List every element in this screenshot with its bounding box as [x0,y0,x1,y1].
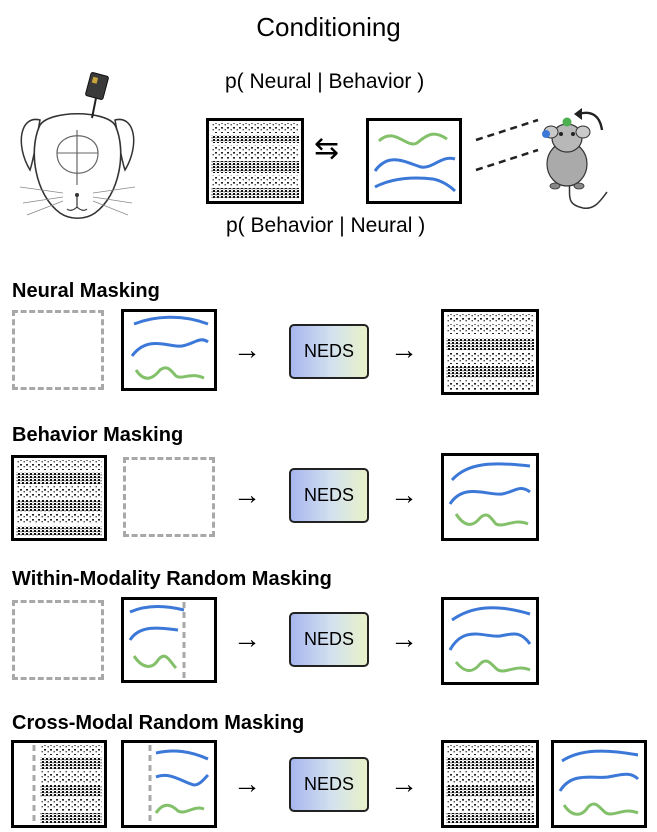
partially-masked-neural-box [11,740,107,828]
arrow-right-icon: → [233,768,261,799]
partially-masked-behavior-box [121,597,217,683]
diagram-title: Conditioning [256,12,401,42]
spike-raster [32,745,102,823]
neural-input-box [11,455,107,541]
formula-behavior-given-neural: p( Behavior | Neural ) [226,214,426,237]
behavior-traces-box [366,118,462,204]
behavior-traces [448,462,531,527]
masked-neural-placeholder [12,310,104,390]
spike-raster [211,123,299,198]
behavior-traces [448,606,532,673]
section-title-within-modality-random-masking: Within-Modality Random Masking [12,568,332,590]
neds-model-block: NEDS [289,324,369,379]
behavior-traces [148,745,210,823]
arrow-right-icon: → [233,334,261,365]
neural-output-box [441,740,539,828]
spike-raster [16,460,102,536]
behavior-output-box [551,740,647,828]
arrow-right-icon: → [233,623,261,654]
neural-raster-box [206,118,304,204]
partially-masked-behavior-box [121,740,217,828]
behavior-traces [373,132,457,193]
formula-neural-given-behavior: p( Neural | Behavior ) [225,70,425,93]
mouse-brain-icon [19,112,136,220]
neds-model-block: NEDS [289,612,369,667]
section-title-behavior-masking: Behavior Masking [12,424,184,446]
camera-sightlines [475,118,539,172]
section-title-cross-modal-random-masking: Cross-Modal Random Masking [12,712,305,734]
arrow-right-icon: → [390,334,418,365]
swap-arrows-icon: ⇆ [314,132,340,165]
neds-model-block: NEDS [289,757,369,812]
arrow-right-icon: → [390,768,418,799]
behavior-traces [558,749,640,816]
masked-behavior-placeholder [123,457,215,537]
section-title-neural-masking: Neural Masking [12,280,160,302]
spike-raster [446,745,534,823]
arrow-right-icon: → [233,479,261,510]
arrow-right-icon: → [390,623,418,654]
spike-raster [446,314,534,390]
probe-icon [85,72,109,119]
behavior-output-box [441,453,539,541]
rotate-arrow-icon [574,108,604,131]
behavior-input-box [121,309,217,391]
behavior-traces [128,602,186,678]
arrow-right-icon: → [390,479,418,510]
neural-output-box [441,309,539,395]
masked-neural-placeholder [12,600,104,680]
behavior-traces [130,315,209,380]
mouse-topview-icon [542,117,608,209]
neds-model-block: NEDS [289,468,369,523]
behavior-output-box [441,597,539,685]
